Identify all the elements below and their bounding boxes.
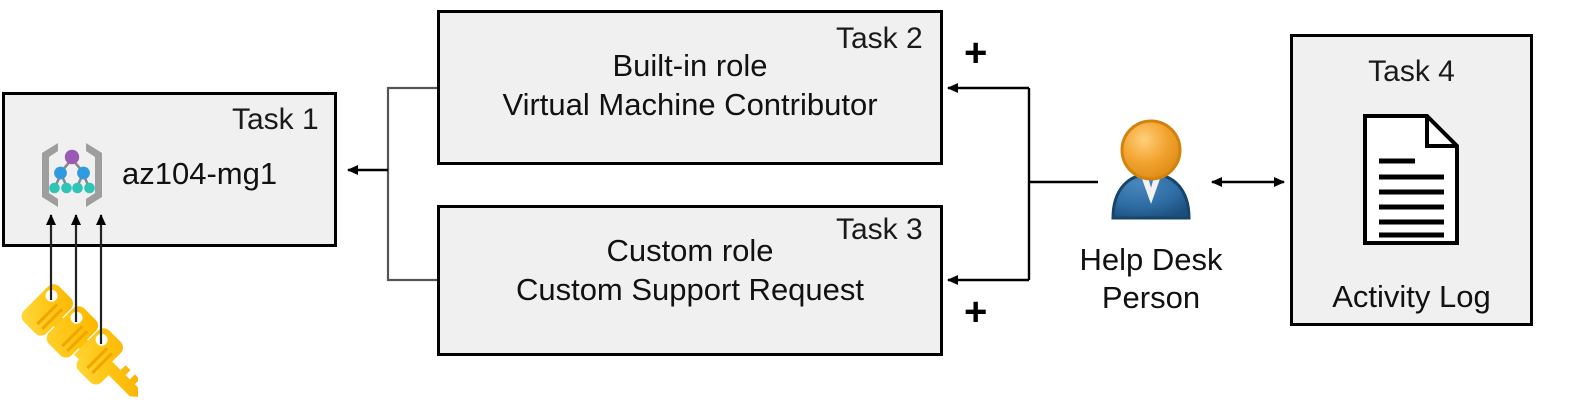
task2-box[interactable] <box>437 10 943 165</box>
task3-tag: Task 3 <box>836 213 923 246</box>
task4-tag: Task 4 <box>1368 55 1455 88</box>
person-label-line1: Help Desk <box>1079 242 1223 277</box>
task3-line2: Custom Support Request <box>515 272 865 307</box>
task2-line1: Built-in role <box>612 48 768 83</box>
task2-line2: Virtual Machine Contributor <box>502 87 878 122</box>
task1-label: az104-mg1 <box>122 156 278 191</box>
management-group-icon <box>32 135 112 215</box>
roles-to-mg-connector <box>386 86 437 282</box>
user-person-icon <box>1103 118 1199 222</box>
document-icon <box>1357 112 1467 247</box>
task3-box[interactable] <box>437 205 943 356</box>
person-label-line2: Person <box>1101 280 1201 315</box>
task2-tag: Task 2 <box>836 22 923 55</box>
task4-label: Activity Log <box>1332 279 1491 314</box>
task3-line1: Custom role <box>606 233 774 268</box>
keys-icon <box>18 282 140 409</box>
plus-sign-top: + <box>964 31 988 75</box>
plus-sign-bottom: + <box>964 290 988 334</box>
task1-tag: Task 1 <box>232 103 319 136</box>
